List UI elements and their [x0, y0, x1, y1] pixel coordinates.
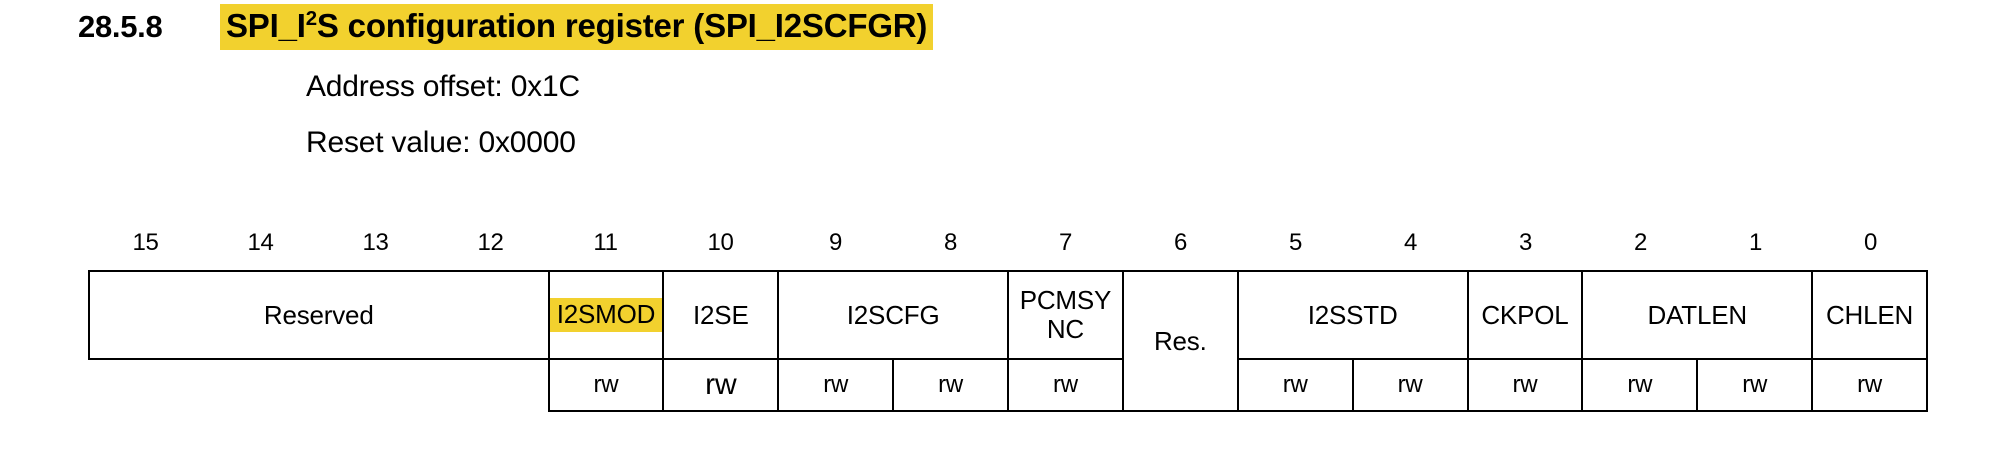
bit-number-4: 4 — [1403, 229, 1418, 256]
access-label: rw — [1742, 371, 1768, 398]
register-access-row: rw rw rw rw rw rw rw rw rw rw rw — [89, 358, 1928, 412]
field-cell-reserved: Reserved — [88, 270, 550, 360]
access-cell-rw: rw — [1236, 358, 1354, 412]
bit-number-0: 0 — [1863, 229, 1878, 256]
bit-number-7: 7 — [1058, 229, 1073, 256]
bit-number-15: 15 — [132, 229, 159, 256]
access-label: rw — [1397, 371, 1423, 398]
bit-number-6: 6 — [1173, 229, 1188, 256]
access-label: rw — [1282, 371, 1308, 398]
access-cell-rw: rw — [1696, 358, 1814, 412]
access-label: rw — [1857, 371, 1883, 398]
access-label: rw — [823, 371, 849, 398]
bit-number-13: 13 — [362, 229, 389, 256]
field-cell-ckpol: CKPOL — [1466, 270, 1584, 360]
bit-number-12: 12 — [477, 229, 504, 256]
field-cell-datlen: DATLEN — [1581, 270, 1814, 360]
page-title-text-after-superscript: S configuration register (SPI_I2SCFGR) — [316, 7, 928, 44]
page-title-text-before-superscript: SPI_I — [226, 7, 306, 44]
field-cell-i2scfg: I2SCFG — [777, 270, 1009, 360]
page-title: SPI_I2S configuration register (SPI_I2SC… — [220, 4, 934, 50]
bit-number-14: 14 — [247, 229, 274, 256]
bit-number-5: 5 — [1288, 229, 1303, 256]
bit-number-1: 1 — [1748, 229, 1763, 256]
access-label: rw — [1052, 371, 1078, 398]
section-heading: 28.5.8 SPI_I2S configuration register (S… — [0, 4, 2000, 50]
field-label-line-1: PCMSY — [1019, 285, 1112, 315]
access-label: rw — [1512, 371, 1538, 398]
access-cell-rw: rw — [1007, 358, 1124, 412]
bit-number-11: 11 — [593, 229, 618, 256]
access-label: rw — [1627, 371, 1653, 398]
access-cell-rw: rw — [547, 358, 665, 412]
field-cell-i2se: I2SE — [662, 270, 780, 360]
bit-number-9: 9 — [828, 229, 843, 256]
access-cell-rw: rw — [892, 358, 1009, 412]
field-cell-i2smod: I2SMOD — [547, 270, 665, 360]
access-cell-empty — [89, 359, 549, 411]
access-cell-rw: rw — [777, 358, 895, 412]
bit-number-3: 3 — [1518, 229, 1533, 256]
bit-number-8: 8 — [943, 229, 958, 256]
reset-value-label: Reset value: 0x0000 — [306, 126, 576, 159]
field-label-line-2: NC — [1046, 314, 1085, 344]
access-label: rw — [593, 371, 619, 398]
access-label: rw — [705, 368, 737, 401]
access-cell-rw: rw — [662, 358, 780, 412]
bit-number-2: 2 — [1633, 229, 1648, 256]
bit-number-10: 10 — [707, 229, 734, 256]
access-cell-rw: rw — [1351, 358, 1469, 412]
access-cell-rw: rw — [1581, 358, 1699, 412]
access-cell-rw: rw — [1811, 358, 1928, 412]
section-number: 28.5.8 — [78, 9, 163, 44]
page-title-superscript: 2 — [305, 7, 317, 30]
access-cell-rw: rw — [1466, 358, 1584, 412]
field-cell-chlen: CHLEN — [1811, 270, 1928, 360]
access-label: rw — [938, 371, 964, 398]
address-offset-label: Address offset: 0x1C — [306, 70, 580, 103]
field-label-highlighted: I2SMOD — [549, 298, 663, 332]
field-cell-i2sstd: I2SSTD — [1236, 270, 1469, 360]
field-cell-res-: Res. — [1121, 270, 1239, 412]
